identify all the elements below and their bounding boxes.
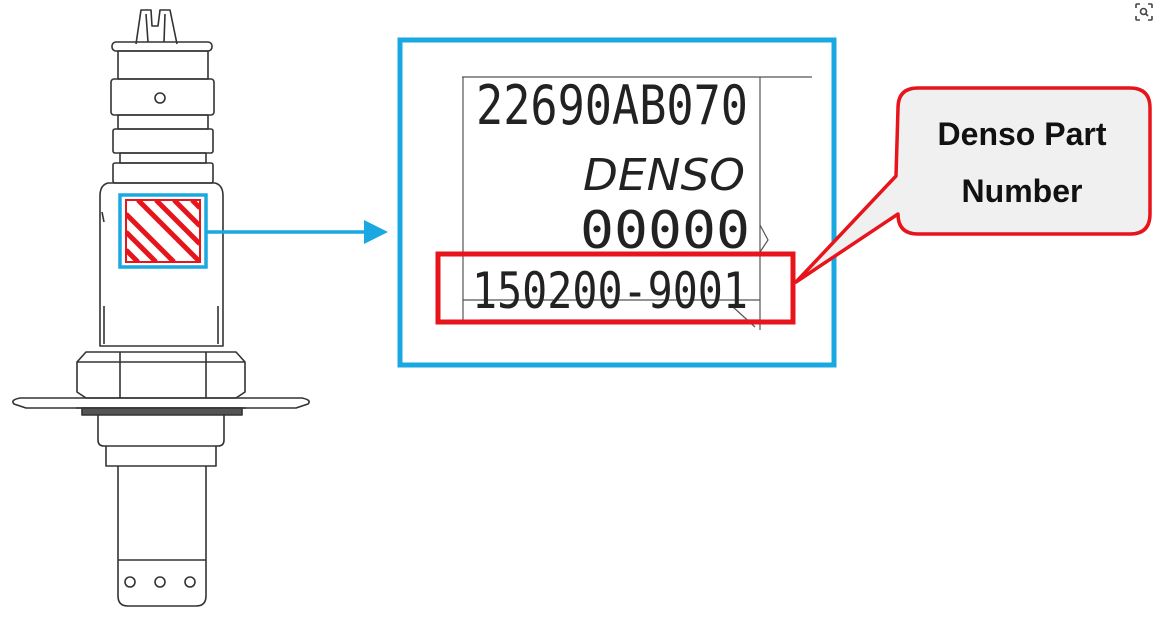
label-line-1: 22690AB070	[476, 74, 748, 137]
callout-line-1: Denso Part	[938, 116, 1107, 152]
zoom-arrow	[206, 220, 388, 244]
protection-tube	[117, 466, 207, 607]
connector-head	[110, 41, 215, 184]
label-location-marker	[118, 193, 208, 269]
connector-prongs	[135, 9, 178, 45]
part-number-highlight	[435, 251, 796, 325]
mounting-flange	[12, 397, 310, 416]
visual-search-button[interactable]	[1131, 0, 1157, 24]
label-line-2: DENSO	[583, 150, 745, 201]
callout-line-2: Number	[962, 173, 1083, 209]
hex-nut	[76, 351, 246, 399]
visual-search-icon	[1135, 3, 1153, 21]
label-line-3: 00000	[580, 201, 750, 261]
sensor-body	[99, 182, 224, 347]
sensor-neck	[97, 415, 225, 467]
zoomed-label-panel: 22690AB070 DENSO 00000 150200-9001	[397, 37, 837, 368]
part-number-callout: Denso Part Number	[794, 86, 1152, 284]
label-line-4: 150200-9001	[472, 262, 748, 320]
oxygen-sensor-drawing	[12, 9, 310, 607]
